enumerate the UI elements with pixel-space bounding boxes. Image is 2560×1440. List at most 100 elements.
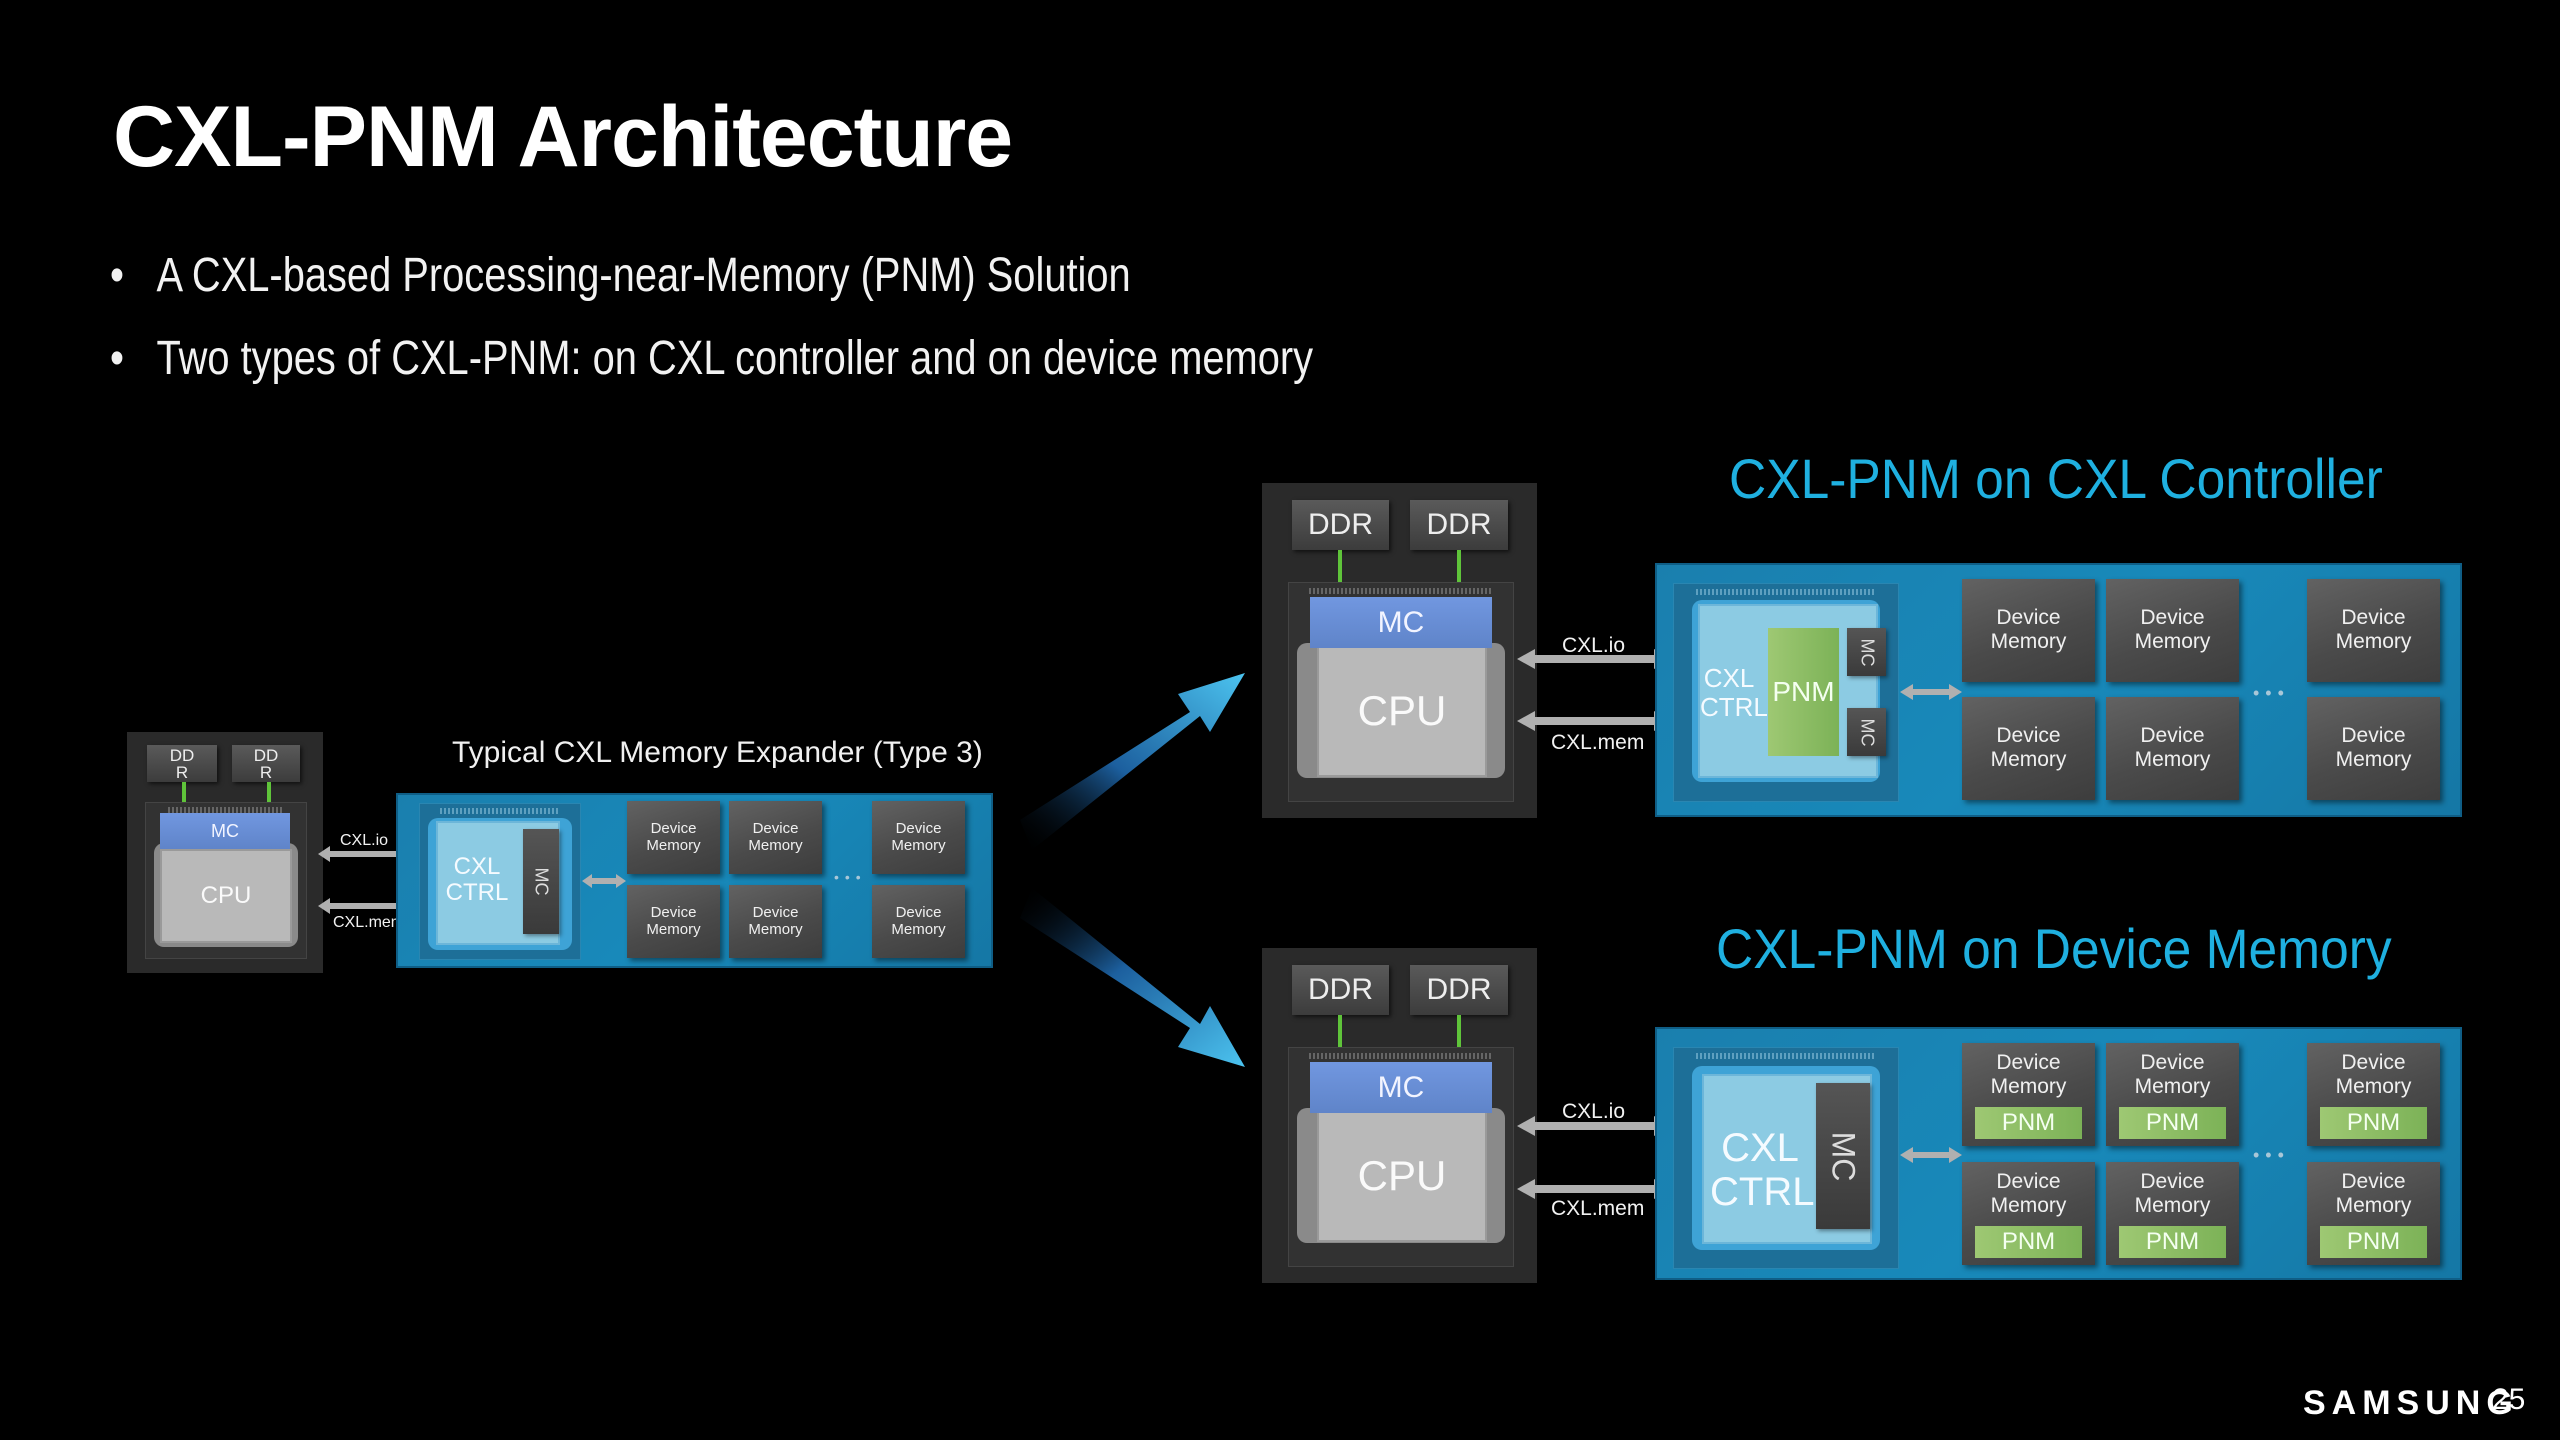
pnm-block: PNM — [1975, 1107, 2082, 1139]
device-memory-label: Device — [895, 820, 942, 837]
bullet-item: • A CXL-based Processing-near-Memory (PNM… — [110, 248, 1131, 303]
ddr-link — [1338, 1015, 1342, 1061]
device-memory-label: Device — [2140, 1170, 2205, 1193]
device-memory-label: Device — [2341, 606, 2406, 629]
internal-link-arrow — [1900, 684, 1962, 700]
cpu-die: CPU — [160, 849, 292, 943]
ddr-module: DD R — [147, 745, 217, 782]
cxl-io-arrow — [1517, 1116, 1672, 1136]
cpu-package: CPU MC — [1288, 1047, 1514, 1267]
device-memory-label: Memory — [2134, 748, 2211, 772]
controller-mc: MC — [523, 829, 559, 934]
device-memory-label: Device — [1996, 724, 2061, 747]
link-arrows — [1517, 1116, 1672, 1199]
device-memory-label: Device — [2140, 606, 2205, 629]
typical-host-box: DD R DD R CPU MC — [127, 732, 323, 973]
controller-mc: MC — [1847, 708, 1886, 756]
cxl-io-label: CXL.io — [1562, 1100, 1626, 1123]
arrow-to-controller — [1020, 673, 1245, 850]
ddr-link — [1338, 550, 1342, 596]
device-memory-label: Memory — [2335, 1075, 2412, 1099]
device-memory-label: Device — [650, 904, 697, 921]
device-memory-label: Device — [752, 820, 799, 837]
device-memory-label: Memory — [2134, 630, 2211, 654]
link-arrows — [1517, 649, 1672, 731]
device-memory-label: Memory — [891, 921, 946, 939]
controller-mc: MC — [1847, 628, 1886, 676]
memory-controller: MC — [1310, 597, 1492, 648]
branch-arrows — [1020, 673, 1245, 1067]
bullet-text: A CXL-based Processing-near-Memory (PNM)… — [156, 249, 1131, 302]
device-memory-label: Device — [2140, 1051, 2205, 1074]
heading-pnm-on-controller: CXL-PNM on CXL Controller — [1729, 447, 2383, 510]
device-memory-label: Device — [1996, 1051, 2061, 1074]
device-memory-label: Memory — [2335, 748, 2412, 772]
ddr-link — [182, 782, 186, 812]
cpu-die: CPU — [1317, 1110, 1487, 1242]
device-memory-label: Memory — [748, 921, 803, 939]
cxl-mem-label: CXL.mem — [333, 914, 405, 931]
pnm-block: PNM — [2119, 1226, 2226, 1258]
device-memory-label: Memory — [2335, 1194, 2412, 1218]
device-memory-label: Memory — [1990, 1194, 2067, 1218]
cxl-mem-arrow — [318, 898, 414, 914]
pnm-block: PNM — [2119, 1107, 2226, 1139]
device-memory-label: Device — [2341, 1051, 2406, 1074]
cpu-package: CPU MC — [145, 802, 307, 959]
ellipsis-icon: ••• — [2253, 1145, 2290, 1165]
cxl-mem-label: CXL.mem — [1551, 731, 1645, 754]
samsung-logo: SAMSUNG — [2303, 1384, 2519, 1422]
controller-mc: MC — [1816, 1083, 1870, 1229]
device-memory-label: Device — [2341, 724, 2406, 747]
pnm-block: PNM — [1768, 628, 1839, 756]
device-memory-label: Device — [895, 904, 942, 921]
device-memory-label: Memory — [891, 837, 946, 855]
ddr-module: DDR — [1292, 965, 1389, 1015]
bullet-glyph: • — [110, 249, 124, 302]
ddr-module: DDR — [1292, 500, 1389, 550]
heading-pnm-on-device-memory: CXL-PNM on Device Memory — [1716, 917, 2392, 980]
device-memory-label: Device — [650, 820, 697, 837]
host-box: DDR DDR CPU MC — [1262, 483, 1537, 818]
device-memory-label: Memory — [1990, 748, 2067, 772]
cxl-mem-arrow — [1517, 711, 1672, 731]
device-memory-label: Memory — [748, 837, 803, 855]
bullet-item: • Two types of CXL-PNM: on CXL controller… — [110, 331, 1313, 386]
ellipsis-icon: ••• — [834, 869, 867, 885]
pnm-block: PNM — [1975, 1226, 2082, 1258]
arrow-to-device-memory — [1020, 888, 1245, 1067]
device-memory-label: Device — [752, 904, 799, 921]
device-memory-label: Memory — [2134, 1194, 2211, 1218]
ddr-module: DDR — [1410, 500, 1508, 550]
internal-link-arrow — [1900, 1147, 1962, 1163]
device-memory-label: Memory — [646, 921, 701, 939]
bullet-text: Two types of CXL-PNM: on CXL controller … — [156, 332, 1314, 385]
cxl-mem-arrow — [1517, 1179, 1672, 1199]
device-memory-label: Device — [2341, 1170, 2406, 1193]
typical-link-arrows — [318, 846, 414, 914]
pnm-block: PNM — [2320, 1107, 2427, 1139]
page-number: 25 — [2492, 1383, 2526, 1416]
bullet-glyph: • — [110, 332, 124, 385]
cxl-io-arrow — [1517, 649, 1672, 669]
device-memory-label: Device — [1996, 1170, 2061, 1193]
ddr-link — [267, 782, 271, 812]
